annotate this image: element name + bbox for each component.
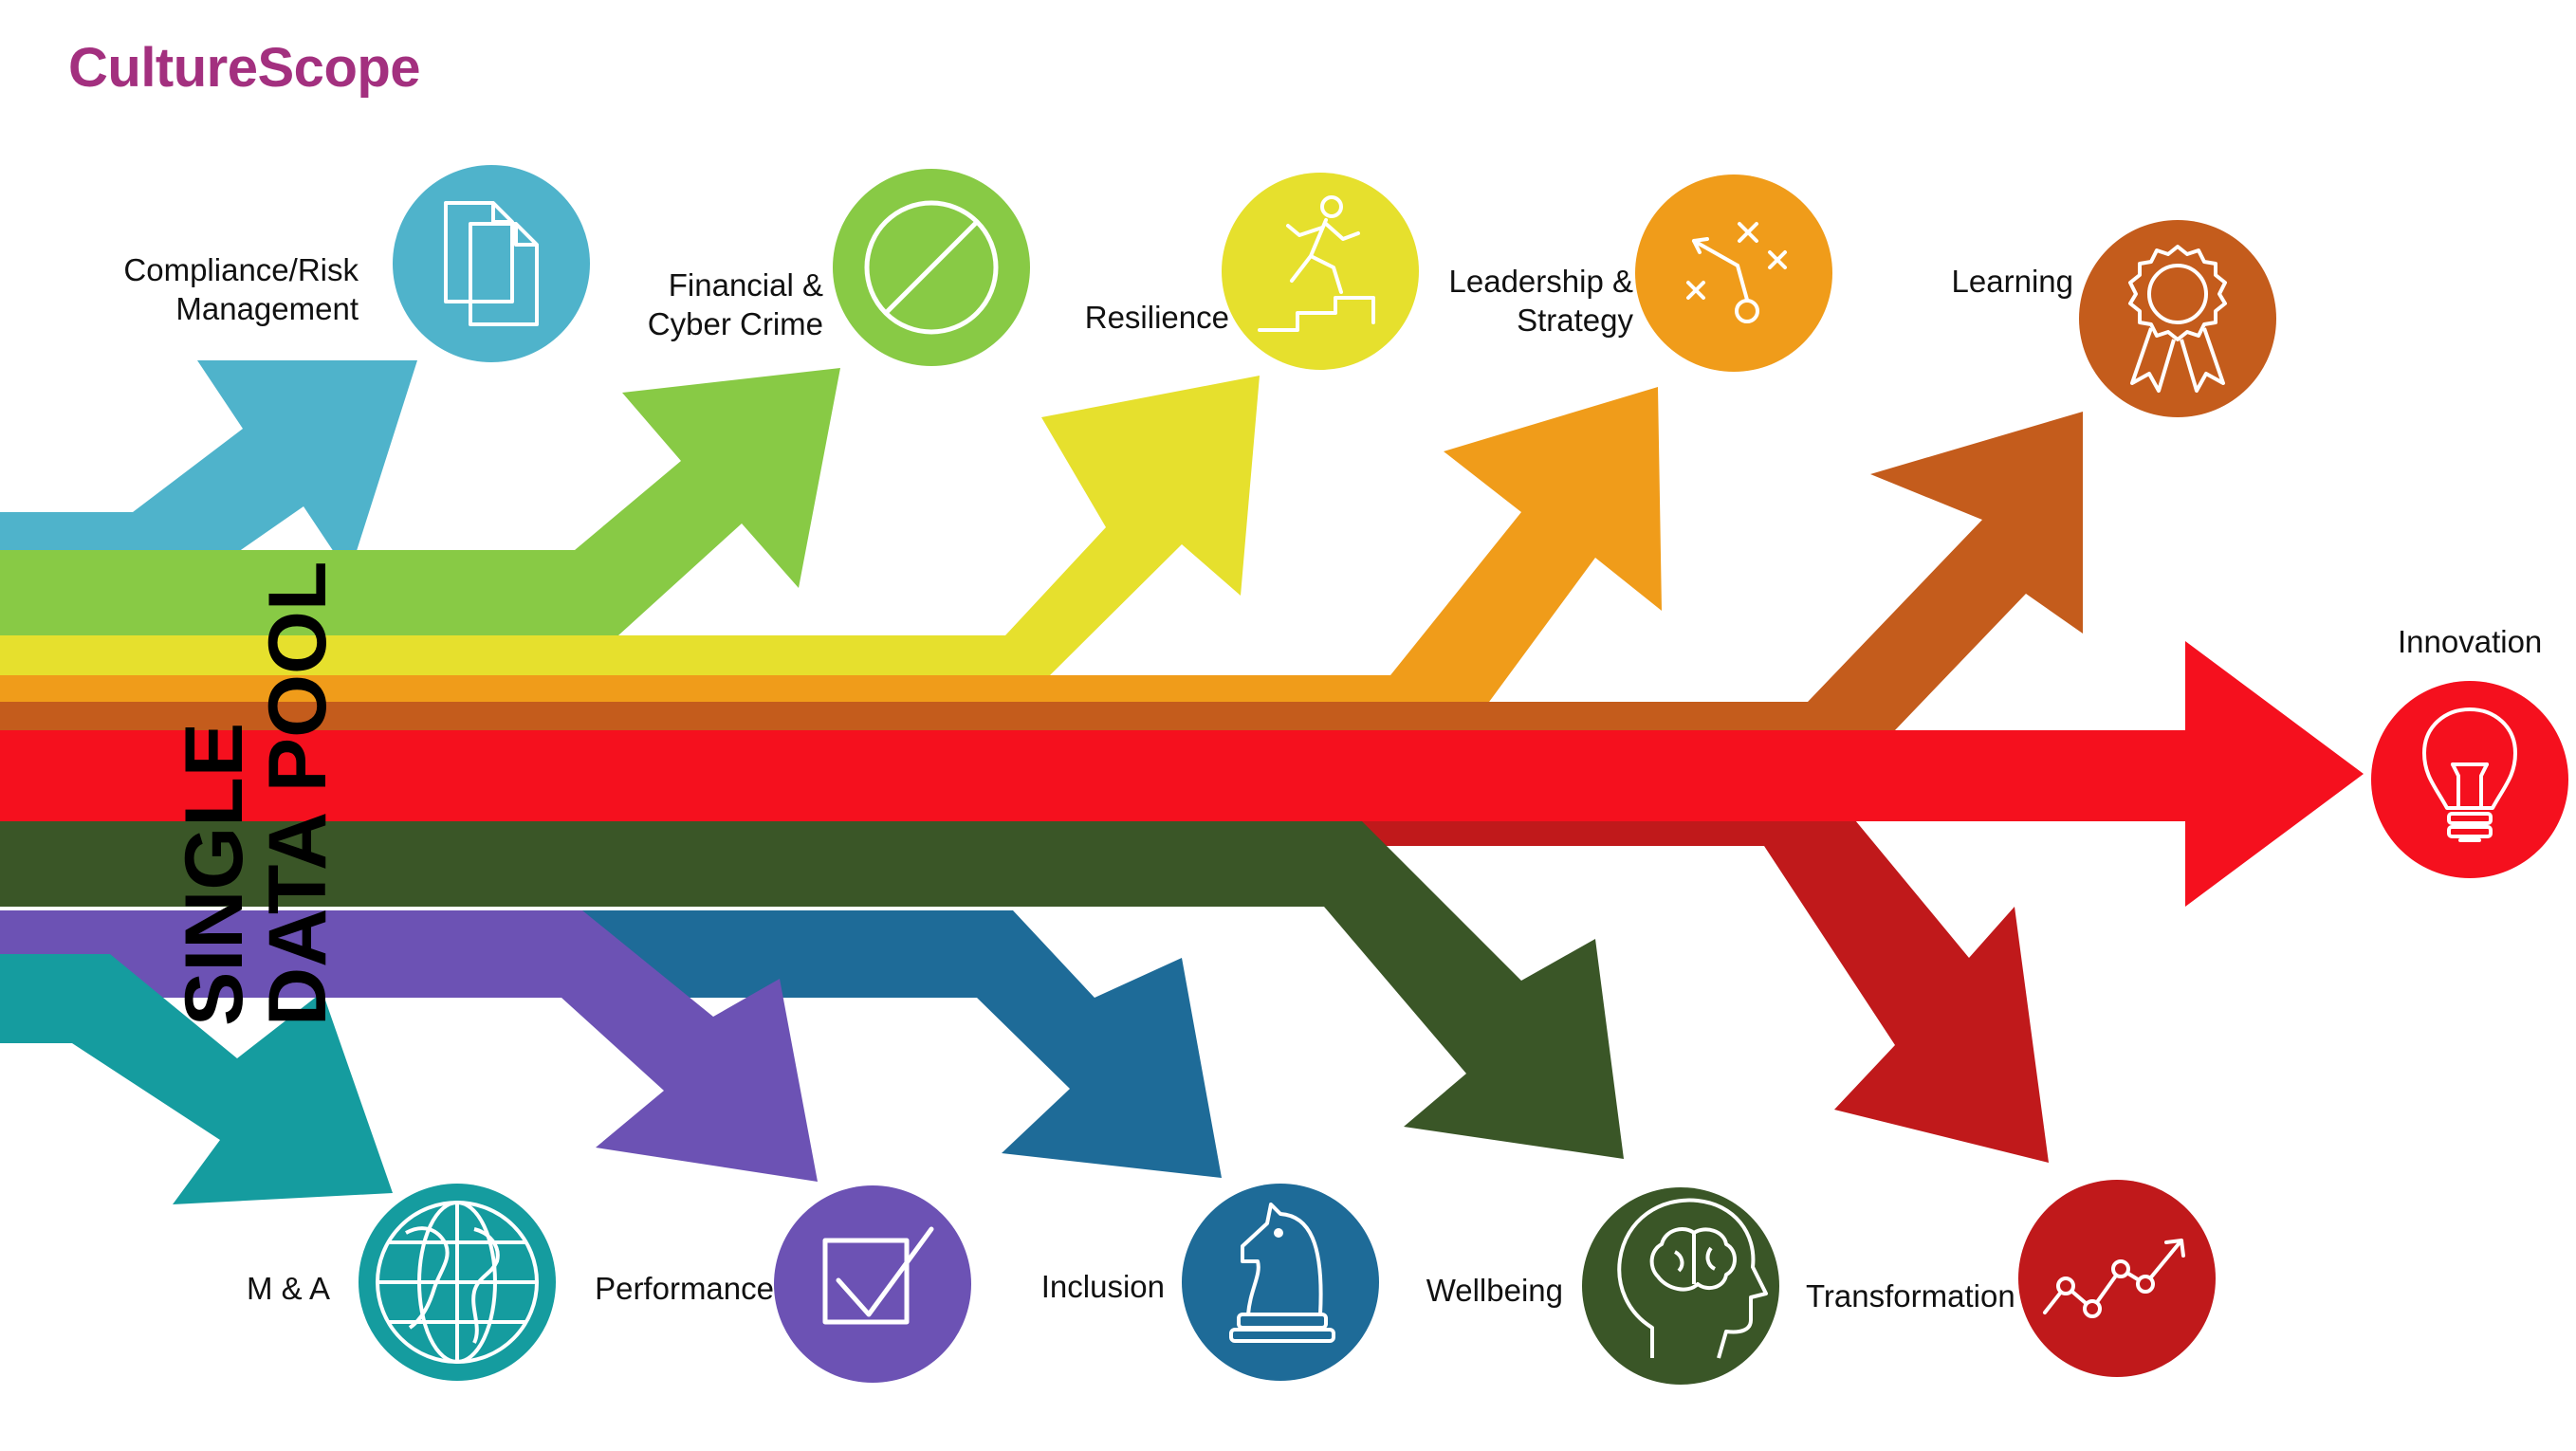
label-learning: Learning xyxy=(1951,264,2073,299)
label-transformation: Transformation xyxy=(1806,1278,2015,1313)
stream-ma xyxy=(0,954,393,1204)
label-financial: Financial & Cyber Crime xyxy=(647,267,823,341)
globe-icon xyxy=(359,1184,556,1381)
prohibited-icon xyxy=(833,169,1030,366)
label-wellbeing: Wellbeing xyxy=(1426,1273,1563,1308)
stream-resilience xyxy=(0,376,1260,678)
label-compliance: Compliance/Risk Management xyxy=(123,252,359,326)
label-performance: Performance xyxy=(595,1271,774,1306)
brand-logo: CultureScope xyxy=(68,37,421,99)
strategy-play-icon xyxy=(1635,174,1832,372)
stream-wellbeing xyxy=(0,821,1624,1159)
diagram-title: SINGLE DATA POOL xyxy=(169,560,343,1026)
lightbulb-icon xyxy=(2371,681,2568,878)
label-ma: M & A xyxy=(246,1271,330,1306)
label-innovation: Innovation xyxy=(2398,624,2543,659)
label-leadership: Leadership & Strategy xyxy=(1448,264,1633,338)
stream-compliance xyxy=(0,360,417,597)
label-inclusion: Inclusion xyxy=(1040,1269,1165,1304)
chess-knight-icon xyxy=(1182,1184,1379,1381)
stream-performance xyxy=(0,910,818,1182)
stream-financial xyxy=(0,368,840,635)
head-brain-icon xyxy=(1582,1187,1779,1385)
stream-innovation xyxy=(0,641,2364,907)
stream-leadership xyxy=(0,387,1662,730)
award-ribbon-icon xyxy=(2079,220,2276,417)
checkbox-icon xyxy=(774,1185,971,1383)
trend-line-icon xyxy=(2018,1180,2216,1377)
documents-icon xyxy=(393,165,590,362)
label-resilience: Resilience xyxy=(1084,300,1229,335)
stream-learning xyxy=(0,412,2083,730)
running-stairs-icon xyxy=(1222,173,1419,370)
